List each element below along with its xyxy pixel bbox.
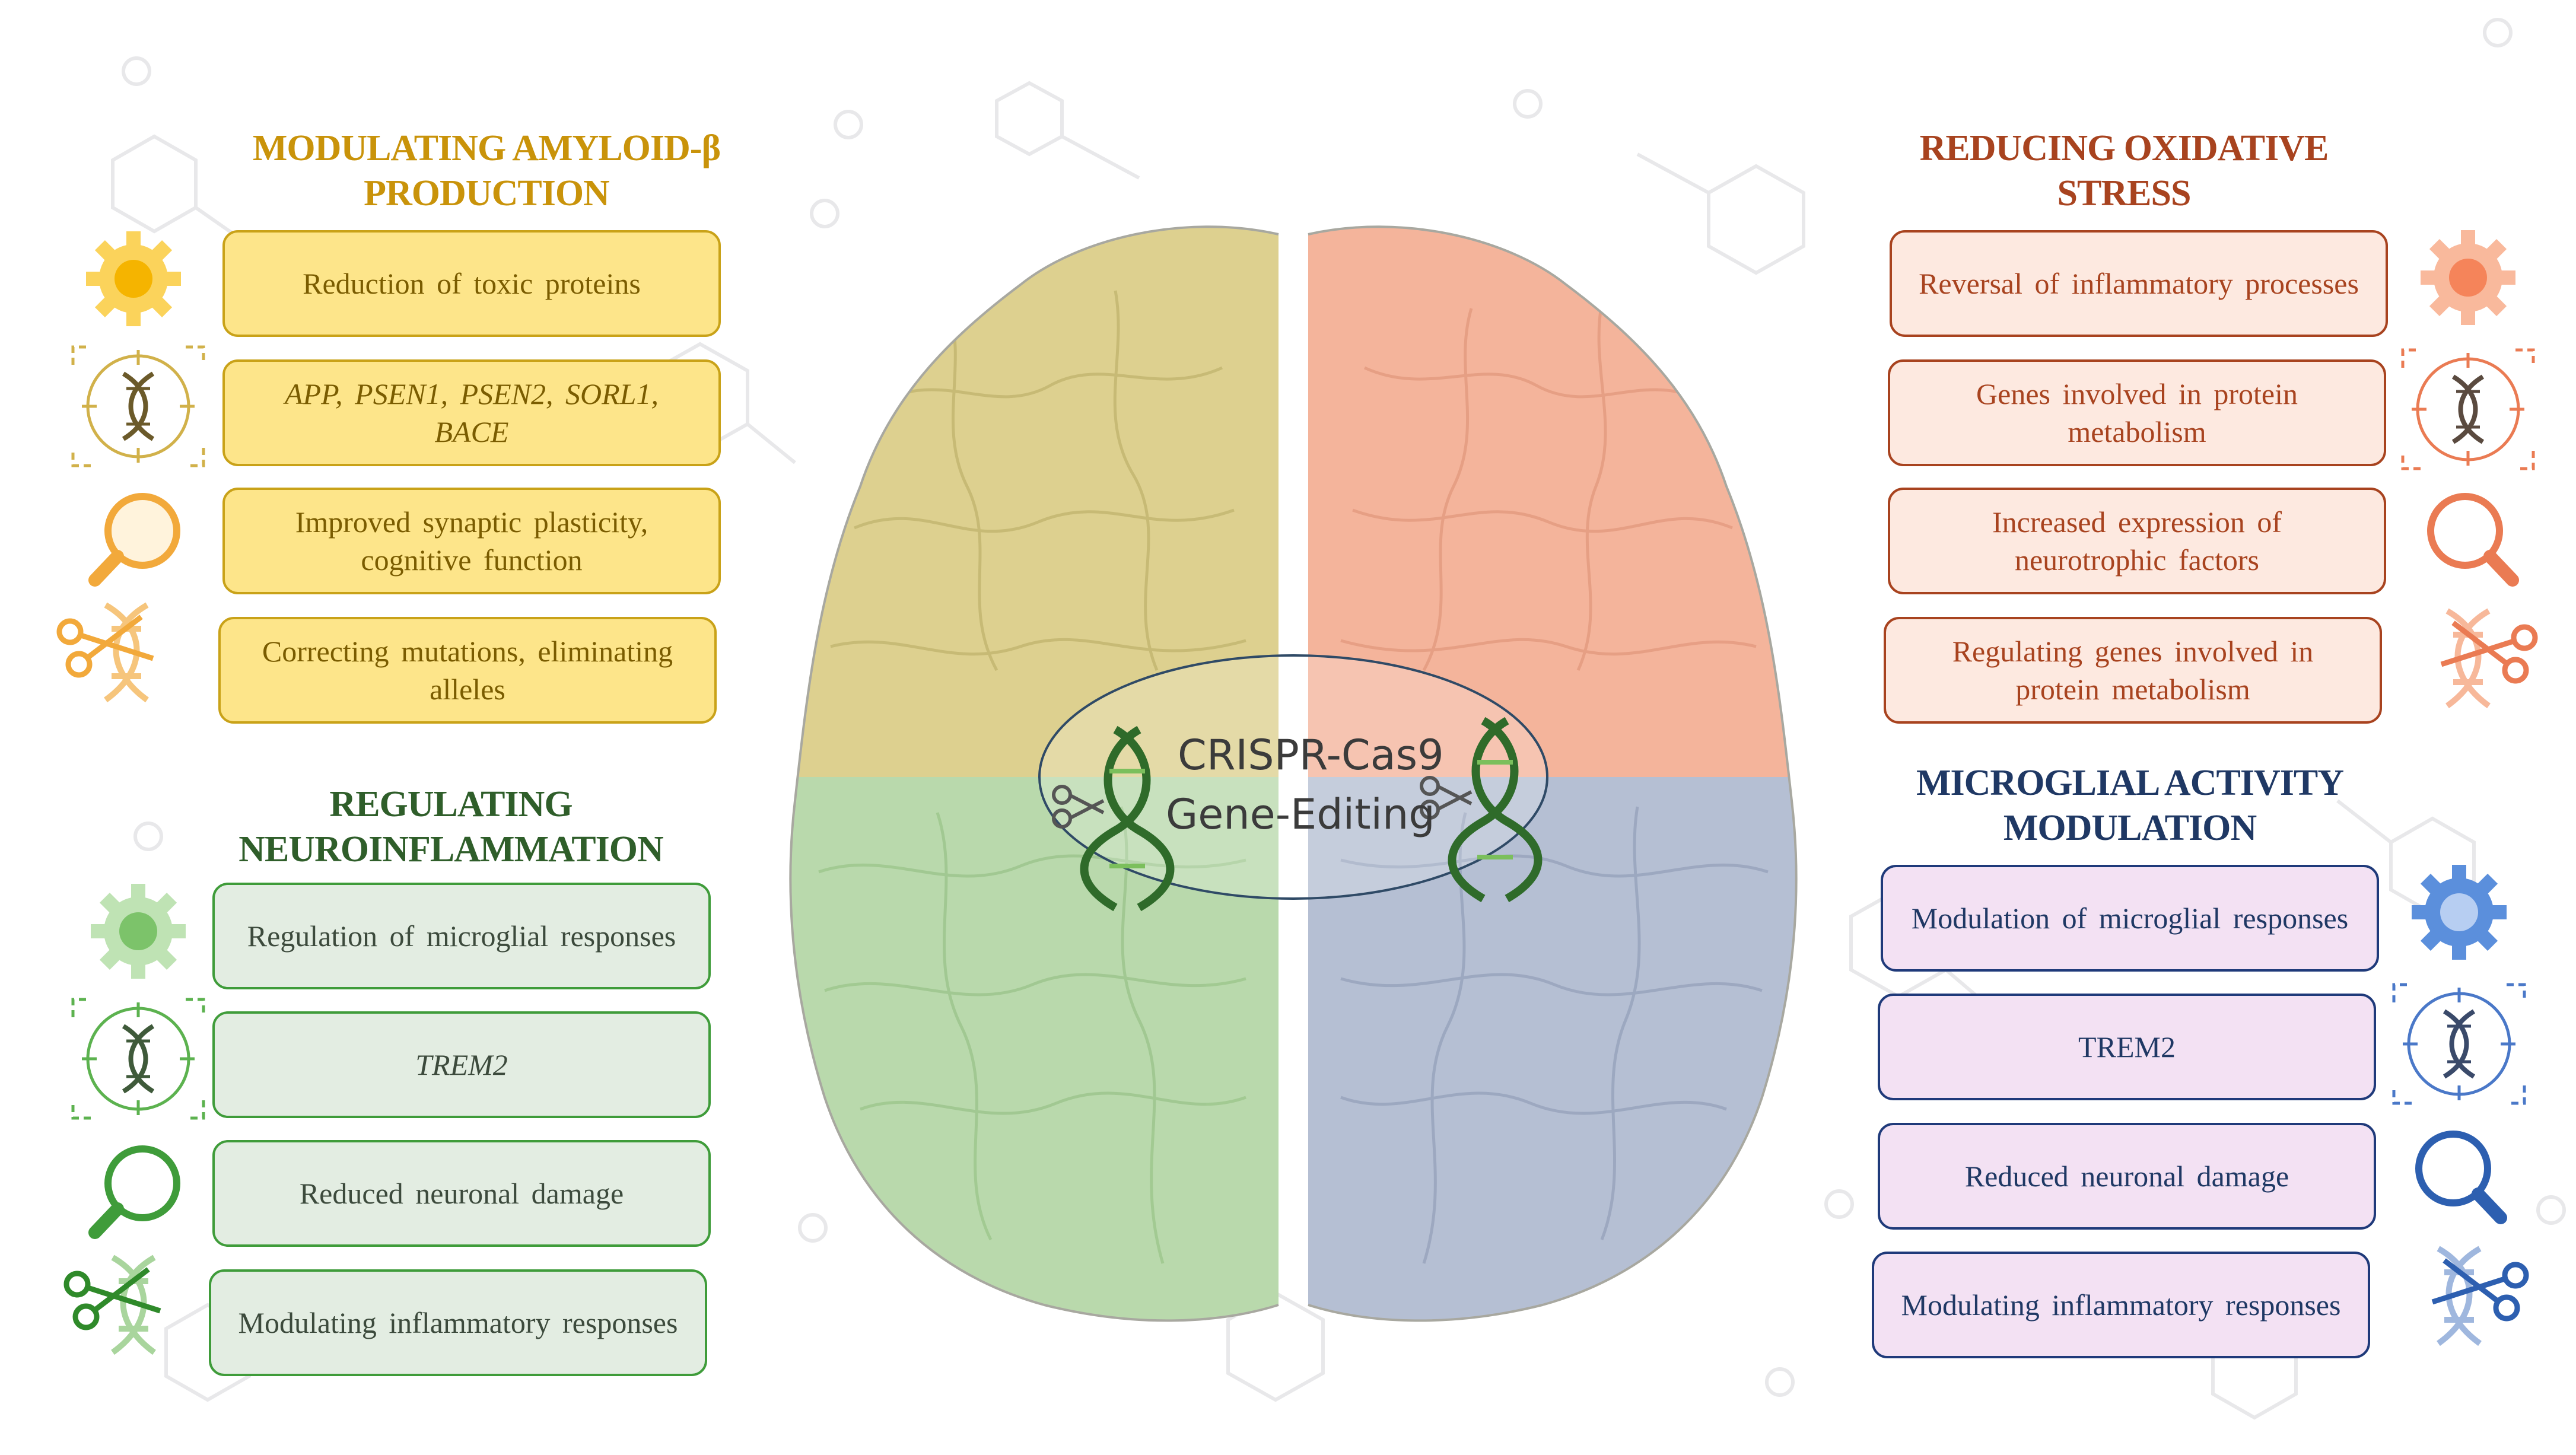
magnifier-icon bbox=[88, 493, 180, 587]
center-label-line1: CRISPR-Cas9 bbox=[1178, 731, 1444, 779]
microglial-title: MICROGLIAL ACTIVITY MODULATION bbox=[1916, 763, 2344, 848]
center-label-line2: Gene-Editing bbox=[1166, 790, 1435, 839]
amyloid-item-2: APP, PSEN1, PSEN2, SORL1, BACE bbox=[222, 359, 721, 466]
oxidative-item-2: Genes involved in protein metabolism bbox=[1888, 359, 2386, 466]
amyloid-item-1: Reduction of toxic proteins bbox=[222, 230, 721, 337]
center-ellipse bbox=[1038, 654, 1548, 900]
gear-icon bbox=[86, 231, 181, 326]
gear-icon bbox=[91, 884, 186, 979]
scissors-dna-icon bbox=[2440, 608, 2538, 709]
neuroinflammation-item-2: TREM2 bbox=[212, 1011, 711, 1118]
center-scissors-dna-left-icon bbox=[1052, 725, 1175, 912]
neuroinflammation-item-1: Regulation of microglial responses bbox=[212, 883, 711, 989]
scissors-dna-icon bbox=[2431, 1246, 2529, 1346]
magnifier-icon bbox=[2415, 1131, 2507, 1224]
dna-target-icon bbox=[2392, 983, 2526, 1105]
neuroinflammation-item-4: Modulating inflammatory responses bbox=[209, 1269, 707, 1376]
microglial-item-3: Reduced neuronal damage bbox=[1878, 1123, 2376, 1230]
amyloid-title: MODULATING AMYLOID-β PRODUCTION bbox=[252, 128, 721, 214]
oxidative-title: REDUCING OXIDATIVE STRESS bbox=[1919, 128, 2329, 214]
gear-icon bbox=[2412, 865, 2507, 960]
scissors-dna-icon bbox=[63, 1255, 161, 1355]
magnifier-icon bbox=[2427, 493, 2519, 587]
gear-icon bbox=[2421, 230, 2515, 325]
amyloid-item-3: Improved synaptic plasticity, cognitive … bbox=[222, 488, 721, 594]
center-scissors-dna-right-icon bbox=[1420, 717, 1543, 903]
dna-target-icon bbox=[71, 345, 205, 467]
neuroinflammation-title: REGULATING NEUROINFLAMMATION bbox=[238, 784, 664, 870]
amyloid-item-4: Correcting mutations, eliminating allele… bbox=[218, 617, 717, 724]
oxidative-item-1: Reversal of inflammatory processes bbox=[1890, 230, 2388, 337]
oxidative-item-3: Increased expression of neurotrophic fac… bbox=[1888, 488, 2386, 594]
brain-illustration bbox=[789, 225, 1798, 1322]
microglial-item-2: TREM2 bbox=[1878, 994, 2376, 1100]
neuroinflammation-item-3: Reduced neuronal damage bbox=[212, 1140, 711, 1247]
magnifier-icon bbox=[88, 1145, 180, 1239]
dna-target-icon bbox=[2401, 348, 2535, 470]
microglial-item-4: Modulating inflammatory responses bbox=[1872, 1252, 2370, 1358]
microglial-item-1: Modulation of microglial responses bbox=[1881, 865, 2379, 972]
oxidative-item-4: Regulating genes involved in protein met… bbox=[1884, 617, 2382, 724]
scissors-dna-icon bbox=[56, 602, 154, 703]
dna-target-icon bbox=[71, 998, 205, 1120]
